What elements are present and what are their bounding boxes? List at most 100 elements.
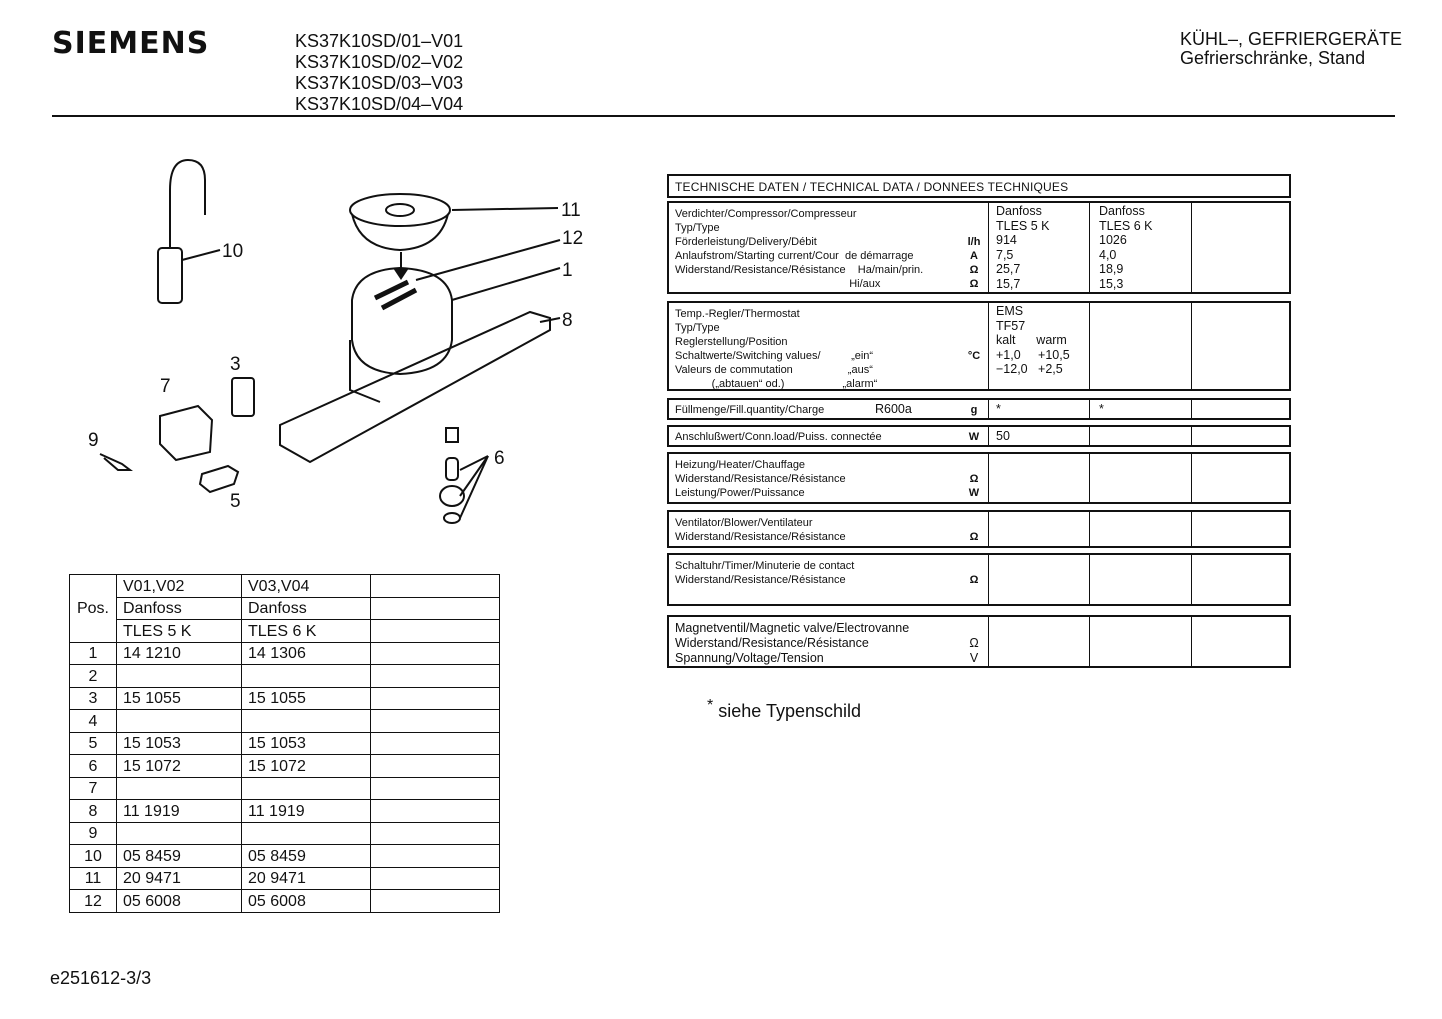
spec-unit: °C	[967, 350, 981, 362]
brand-logo: SIEMENS	[52, 26, 210, 61]
part-number-v03-v04	[241, 709, 371, 733]
spec-unit	[960, 335, 988, 349]
callout-12: 12	[562, 228, 583, 249]
spec-label: Widerstand/Resistance/Résistance	[675, 574, 846, 586]
spec-label: Anlaufstrom/Starting current/Cour de dém…	[675, 250, 914, 262]
empty-cell	[370, 619, 500, 643]
part-number-v01-v02: 15 1055	[116, 686, 242, 710]
part-number-v03-v04	[241, 821, 371, 845]
footnote-text: siehe Typenschild	[713, 701, 861, 721]
spec-unit	[960, 321, 988, 335]
empty-cell	[370, 799, 500, 823]
col-header: Danfoss	[241, 596, 371, 620]
valve-section: Magnetventil/Magnetic valve/Electrovanne…	[667, 615, 1291, 668]
callout-6: 7	[160, 376, 171, 397]
spec-label: Förderleistung/Delivery/Débit	[675, 236, 817, 248]
spec-unit: Ω	[969, 531, 979, 543]
charge-v2: *	[1099, 402, 1104, 416]
spec-value: −12,0 +2,5	[996, 362, 1063, 376]
charge-v1: *	[996, 402, 1001, 416]
part-number-v03-v04	[241, 664, 371, 688]
pos-cell: 9	[69, 821, 117, 845]
pos-cell: 4	[69, 709, 117, 733]
pos-cell: 12	[69, 889, 117, 913]
connload-v1: 50	[996, 429, 1010, 443]
model-line: KS37K10SD/03–V03	[295, 73, 464, 93]
product-category: KÜHL–, GEFRIERGERÄTE Gefrierschränke, St…	[1180, 30, 1402, 68]
empty-cell	[370, 641, 500, 665]
spec-value: 914	[996, 233, 1017, 247]
part-number-v01-v02: 05 6008	[116, 889, 242, 913]
col-header: TLES 6 K	[241, 619, 371, 643]
category-line: KÜHL–, GEFRIERGERÄTE	[1180, 29, 1403, 49]
table-row: 4	[69, 709, 500, 733]
empty-cell	[370, 731, 500, 755]
spec-value: 1026	[1099, 233, 1127, 247]
connload-label: Anschlußwert/Conn.load/Puiss. connectée	[675, 431, 882, 443]
spec-label: Leistung/Power/Puissance	[675, 487, 805, 499]
refrigerant: R600a	[875, 402, 912, 416]
part-number-v01-v02: 14 1210	[116, 641, 242, 665]
spec-value: kalt warm	[996, 333, 1067, 347]
empty-cell	[370, 596, 500, 620]
callout-9: 6	[494, 448, 505, 469]
col-header: TLES 5 K	[116, 619, 242, 643]
connload-unit: W	[968, 431, 980, 443]
spec-unit: V	[969, 651, 979, 665]
pos-cell: 3	[69, 686, 117, 710]
spec-value: TLES 5 K	[996, 218, 1050, 233]
callout-11: 11	[561, 200, 581, 221]
part-number-v01-v02: 15 1053	[116, 731, 242, 755]
spec-value: TF57	[996, 318, 1026, 333]
pos-cell: 7	[69, 776, 117, 800]
empty-cell	[370, 776, 500, 800]
blower-units: Ω	[960, 516, 988, 544]
part-number-v03-v04: 15 1053	[241, 731, 371, 755]
mounting-rail	[279, 310, 551, 464]
footnote: * siehe Typenschild	[707, 697, 861, 722]
empty-cell	[370, 664, 500, 688]
part-number-v01-v02	[116, 821, 242, 845]
pos-cell: 8	[69, 799, 117, 823]
capacitor-cable	[169, 158, 206, 235]
col-header: Danfoss	[116, 596, 242, 620]
spec-label: Verdichter/Compressor/Compresseur	[675, 208, 857, 220]
spec-value	[996, 377, 1070, 392]
spec-label: Temp.-Regler/Thermostat	[675, 308, 800, 320]
table-row: 7	[69, 776, 500, 800]
callout-8: 8	[562, 310, 573, 331]
part-number-v01-v02: 05 8459	[116, 844, 242, 868]
pos-cell: 2	[69, 664, 117, 688]
empty-cell	[370, 889, 500, 913]
spec-label: Widerstand/Resistance/Résistance Ha/main…	[675, 264, 924, 276]
empty-cell	[370, 821, 500, 845]
spec-label: Ventilator/Blower/Ventilateur	[675, 517, 813, 529]
spec-label: Schaltwerte/Switching values/ „ein“	[675, 350, 874, 362]
pos-cell: 11	[69, 866, 117, 890]
pos-cell: 5	[69, 731, 117, 755]
spec-label: Widerstand/Resistance/Résistance	[675, 636, 869, 650]
part-number-v03-v04: 14 1306	[241, 641, 371, 665]
spec-value: 15,3	[1099, 276, 1124, 291]
callout-3: 3	[230, 354, 241, 375]
part-number-v03-v04	[241, 776, 371, 800]
spec-unit	[960, 221, 988, 235]
spec-value: 25,7	[996, 262, 1021, 276]
